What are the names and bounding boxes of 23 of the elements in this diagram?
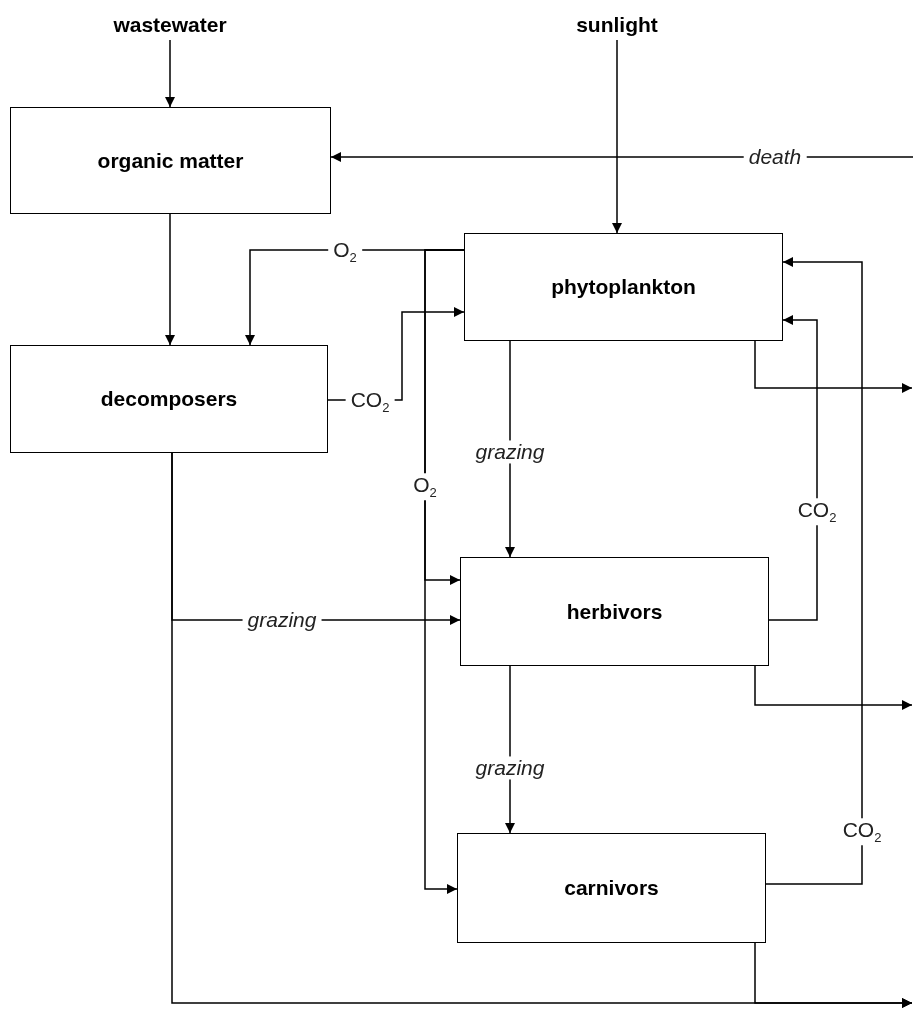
box-label: phytoplankton (551, 275, 696, 299)
arrow (612, 39, 622, 234)
arrow (754, 340, 913, 393)
process-box (457, 833, 766, 943)
process-box (10, 345, 328, 453)
process-box (10, 107, 331, 214)
arrow (424, 249, 465, 894)
box-label: herbivors (566, 599, 663, 624)
box-label: carnivors (564, 876, 659, 900)
arrow (754, 665, 913, 710)
process-box (460, 557, 769, 666)
arrow (330, 152, 914, 162)
process-box (464, 233, 783, 341)
arrow (165, 213, 175, 346)
source-label: wastewater (110, 10, 230, 40)
arrow (505, 340, 515, 558)
box-label: decomposers (100, 387, 238, 411)
source-label: sunlight (567, 10, 667, 40)
arrow (754, 942, 913, 1008)
arrow (165, 39, 175, 108)
box-label: organic matter (97, 148, 244, 173)
arrow (768, 315, 818, 621)
arrow (765, 257, 863, 885)
